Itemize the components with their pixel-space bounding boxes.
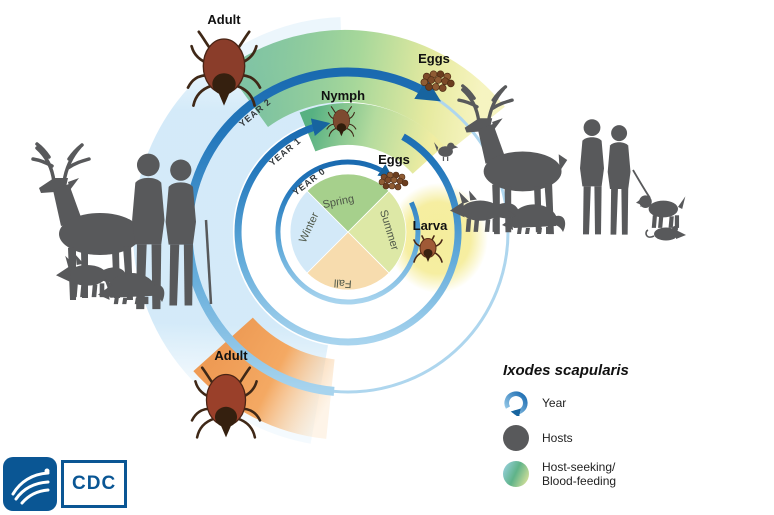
egg-cluster-illustration — [378, 171, 409, 191]
legend-item-host-seeking: Host-seeking/Blood-feeding — [503, 460, 683, 489]
season-label-fall: Fall — [334, 276, 353, 289]
season-slice-winter — [289, 190, 349, 274]
band-orange-fall-adult — [193, 316, 336, 439]
cdc-text: CDC — [72, 473, 117, 494]
life-stages: Adult Adult Nymph Eggs Eggs Larva — [186, 12, 455, 439]
band-green-outer-blood-feeding — [225, 29, 505, 153]
dog-leash — [632, 169, 651, 199]
season-slice-fall — [306, 231, 390, 291]
host-seeking-gradient-icon — [503, 461, 529, 488]
hosts-left-group — [31, 142, 213, 310]
legend-host-seeking-label: Host-seeking/Blood-feeding — [542, 460, 616, 489]
dog-silhouette — [636, 195, 686, 228]
cdc-wordmark: CDC — [61, 460, 128, 508]
legend-item-year: Year — [503, 390, 683, 416]
person-silhouette — [580, 119, 604, 235]
adult-label-top: Adult — [207, 12, 241, 27]
legend: Ixodes scapularis Year Hosts Host-seekin… — [503, 362, 683, 498]
larva-label: Larva — [413, 218, 448, 233]
eggs-label-top: Eggs — [418, 51, 450, 66]
legend-host-seeking-line1: Host-seeking/ — [542, 460, 616, 474]
hiking-stick — [204, 219, 213, 305]
hosts-icon — [503, 425, 529, 451]
legend-hosts-label: Hosts — [542, 430, 573, 445]
season-wheel — [289, 173, 407, 291]
year0-arrow-ring — [275, 159, 421, 305]
adult-label-bottom: Adult — [214, 348, 248, 363]
eggs-label-mid: Eggs — [378, 152, 410, 167]
cdc-logo: CDC — [3, 457, 128, 511]
hhs-eagle-icon — [3, 457, 57, 511]
mouse-silhouette — [645, 225, 687, 242]
year2-arrow-ring — [183, 67, 441, 396]
legend-title: Ixodes scapularis — [503, 362, 629, 379]
legend-item-hosts: Hosts — [503, 425, 683, 451]
legend-host-seeking-line2: Blood-feeding — [542, 474, 617, 489]
legend-year-label: Year — [542, 395, 567, 410]
person-silhouette — [607, 125, 631, 235]
hosts-right-group — [433, 84, 687, 242]
nymph-label: Nymph — [321, 88, 365, 103]
year-cycle-icon — [504, 391, 528, 416]
season-slice-summer — [347, 190, 407, 274]
